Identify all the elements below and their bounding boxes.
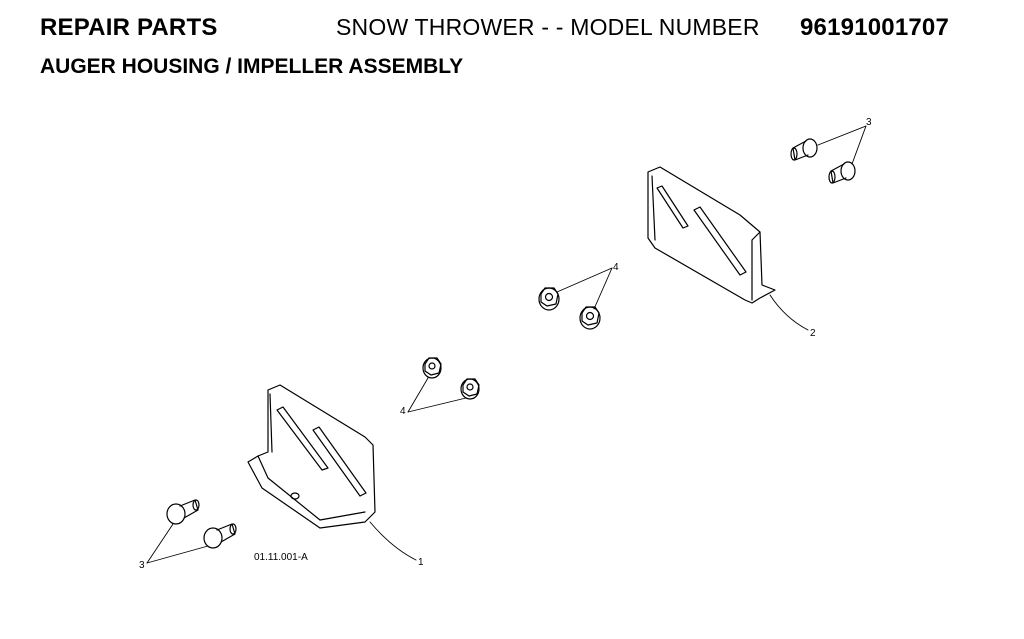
carriage-bolt-left-lower [203,523,237,549]
callout-part3-left: 3 [139,560,145,571]
callout-part3-right: 3 [866,117,872,128]
carriage-bolt-right-lower [828,161,856,184]
callout-part1: 1 [418,557,424,568]
section-title: AUGER HOUSING / IMPELLER ASSEMBLY [40,55,464,78]
header-model-number: 96191001707 [800,14,950,41]
header-product-line: SNOW THROWER - - MODEL NUMBER [336,14,760,40]
callout-part4-left: 4 [400,406,406,417]
flange-nut-left-upper [422,357,442,379]
leader-line-part4-right-a [556,267,613,293]
carriage-bolt-left-upper [166,499,200,525]
skid-shoe-right [647,166,776,304]
figure-code: 01.11.001-A [254,552,308,563]
leader-line-part1 [369,521,417,561]
flange-nut-left-lower [460,378,480,400]
leader-line-part2 [769,294,809,331]
skid-shoe-left [247,384,376,529]
leader-line-part4-left-a [407,377,429,413]
leader-line-part3-left-a [146,523,174,564]
leader-line-part3-right-a [817,125,867,146]
leader-line-part4-left-b [407,397,467,413]
header-title: REPAIR PARTS [40,14,218,41]
flange-nut-right-lower [579,306,601,330]
carriage-bolt-right-upper [790,138,818,161]
flange-nut-right-upper [538,287,560,311]
callout-part4-right: 4 [613,262,619,273]
leader-line-part3-left-b [146,545,209,564]
leader-line-part4-right-b [593,267,613,310]
leader-line-part3-right-b [851,125,867,165]
callout-part2: 2 [810,328,816,339]
